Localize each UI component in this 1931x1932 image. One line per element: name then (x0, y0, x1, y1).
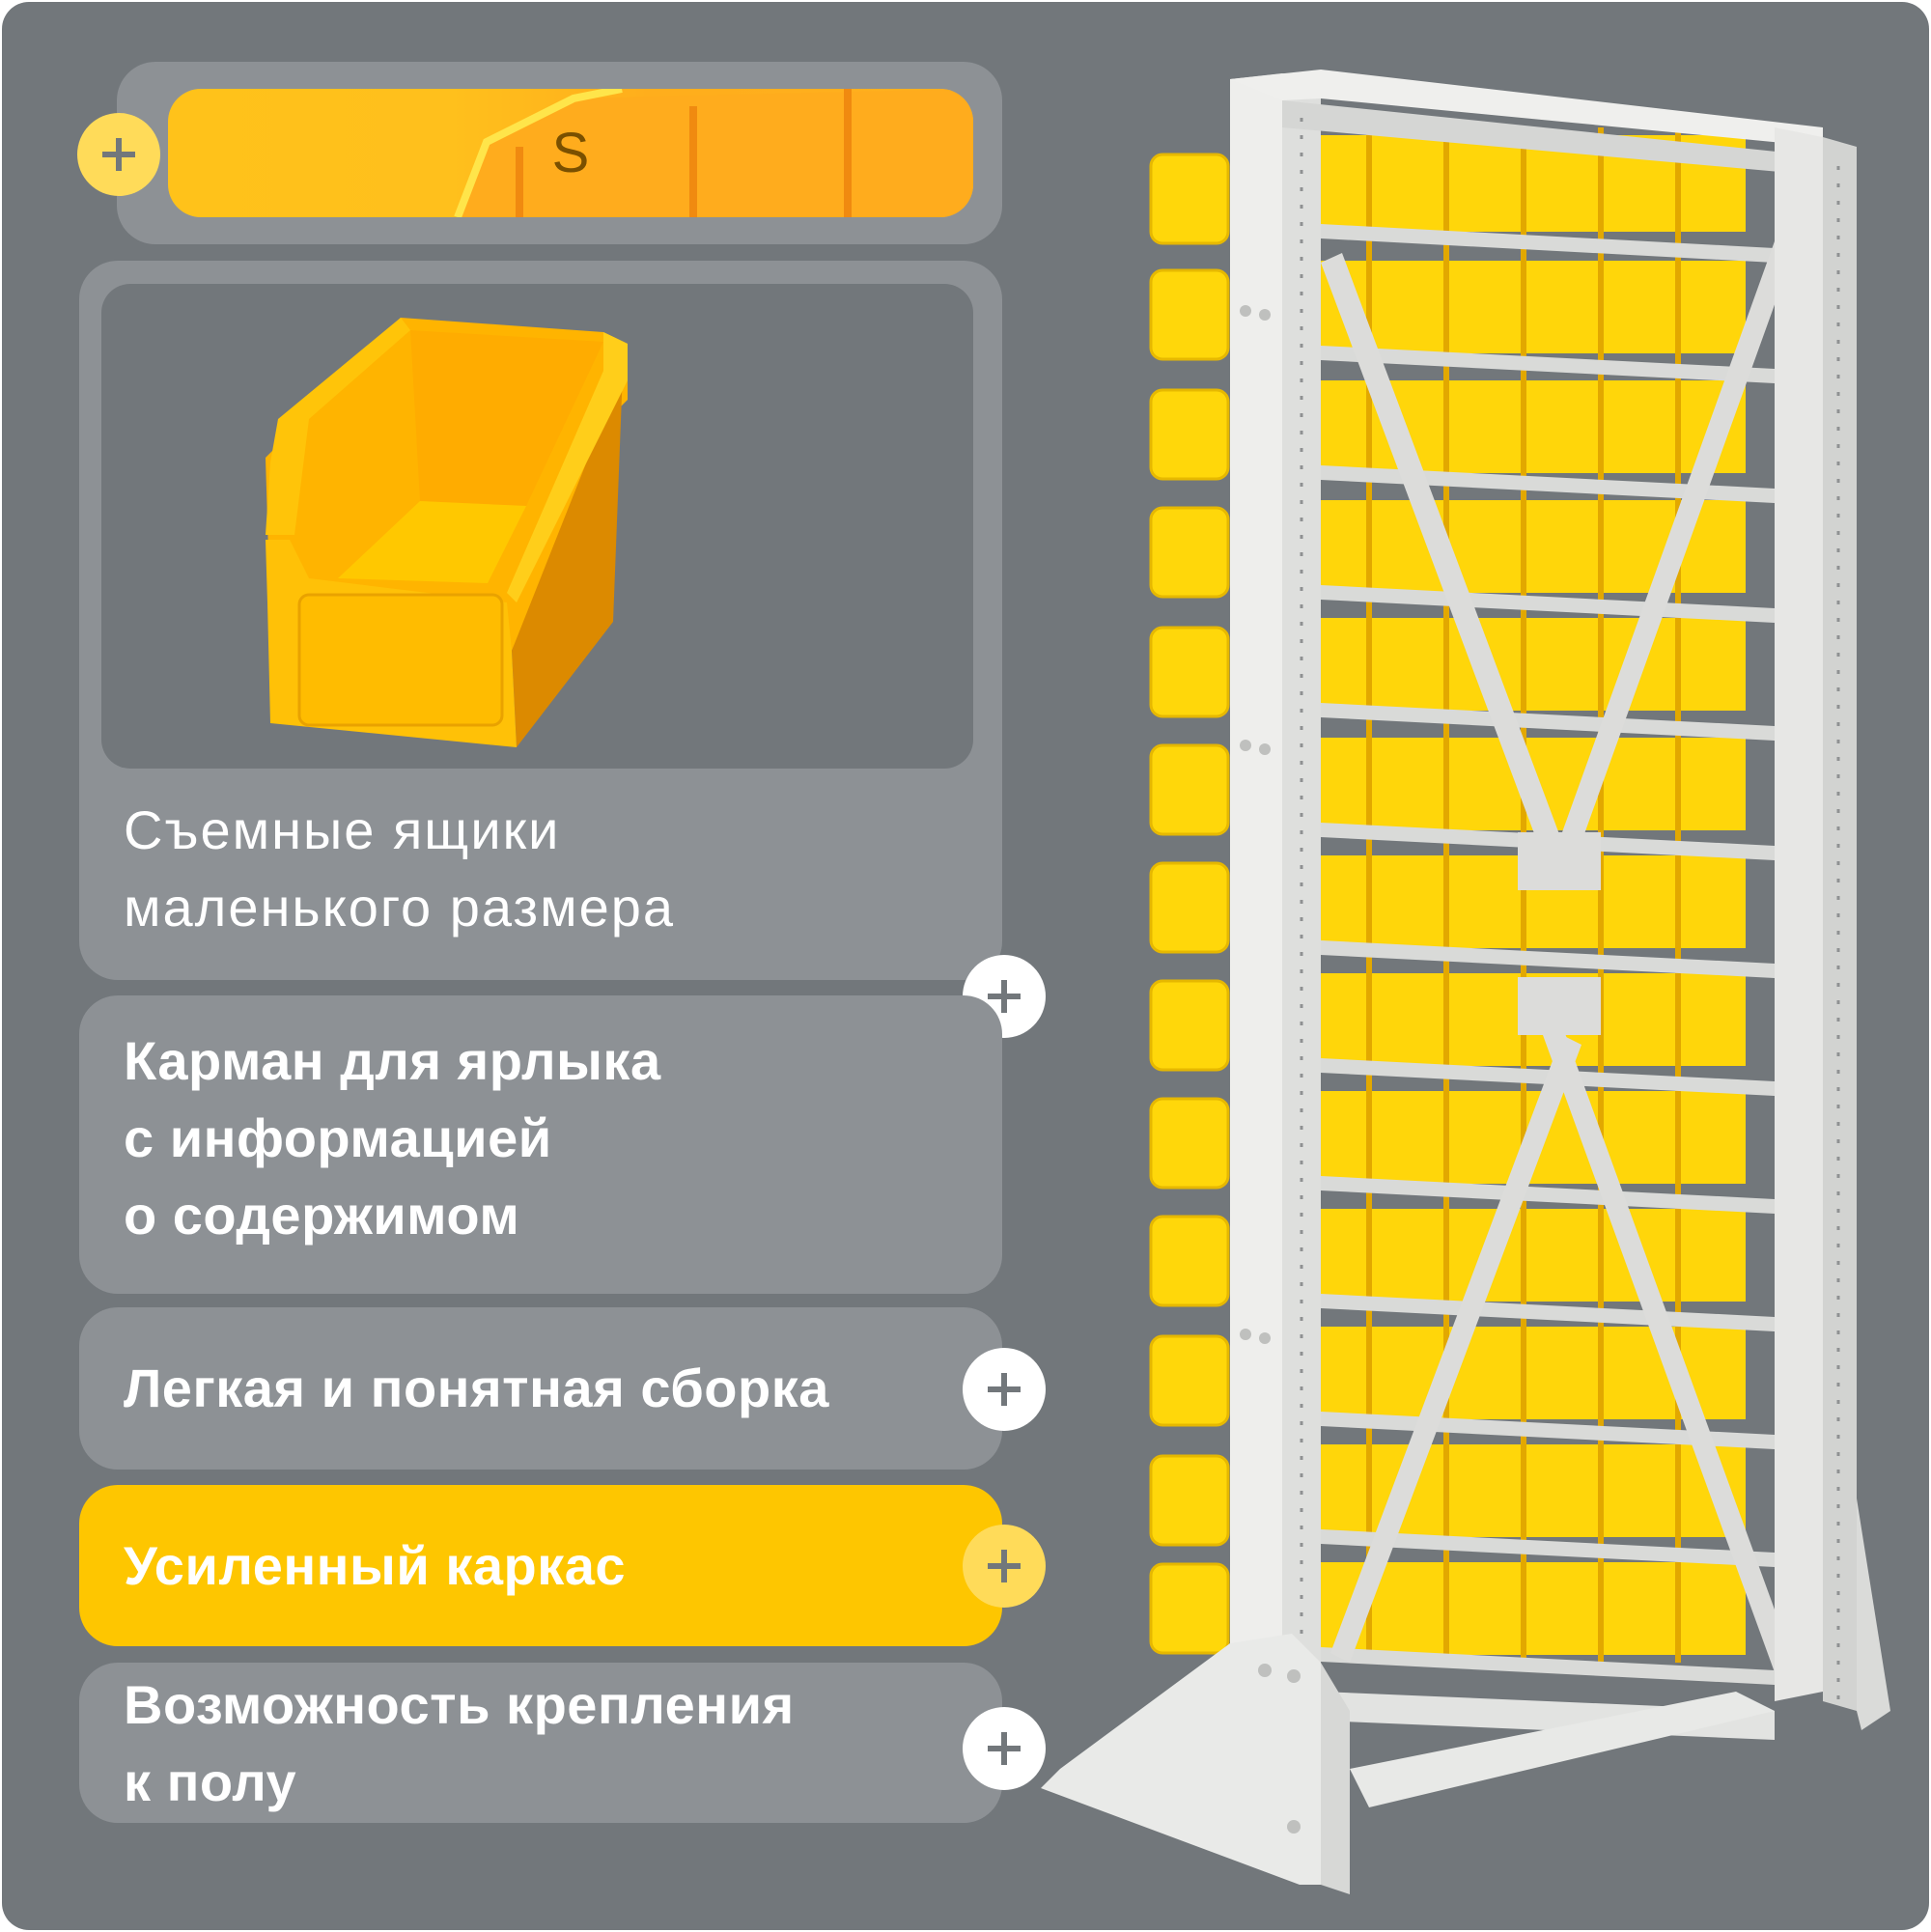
feature-text: Легкая и понятная сборка (124, 1358, 829, 1418)
feature-card-floor-mounting: Возможность крепления к полу (79, 1663, 1002, 1823)
feature-card-label-pocket: Карман для ярлыка с информацией о содерж… (79, 995, 1002, 1294)
bin-closeup-graphic (454, 89, 973, 217)
feature-card-removable-bins: Съемные ящики маленького размера (79, 261, 1002, 980)
size-selector-card: S (117, 62, 1002, 244)
yellow-bin-illustration (266, 318, 628, 747)
feature-text: Съемные ящики маленького размера (124, 799, 676, 938)
bin-image (101, 284, 973, 769)
plus-icon (102, 138, 135, 171)
plus-icon (988, 1550, 1021, 1582)
feature-card-reinforced-frame: Усиленный каркас (79, 1485, 1002, 1646)
feature-plus-button-easy-assembly[interactable] (963, 1348, 1046, 1431)
plus-icon (988, 1373, 1021, 1406)
size-plus-button[interactable] (77, 113, 160, 196)
feature-plus-button-floor-mounting[interactable] (963, 1707, 1046, 1790)
plus-icon (988, 1732, 1021, 1765)
shelving-rack-image (1041, 70, 1890, 1904)
feature-text: Возможность крепления к полу (124, 1674, 795, 1812)
rack-illustration (1041, 70, 1890, 1894)
feature-text: Усиленный каркас (124, 1535, 627, 1596)
size-option-s[interactable]: S (168, 89, 973, 217)
plus-icon (988, 980, 1021, 1013)
feature-text: Карман для ярлыка с информацией о содерж… (124, 1030, 661, 1246)
feature-card-easy-assembly: Легкая и понятная сборка (79, 1307, 1002, 1470)
feature-plus-button-reinforced-frame[interactable] (963, 1525, 1046, 1608)
size-label: S (551, 122, 590, 184)
